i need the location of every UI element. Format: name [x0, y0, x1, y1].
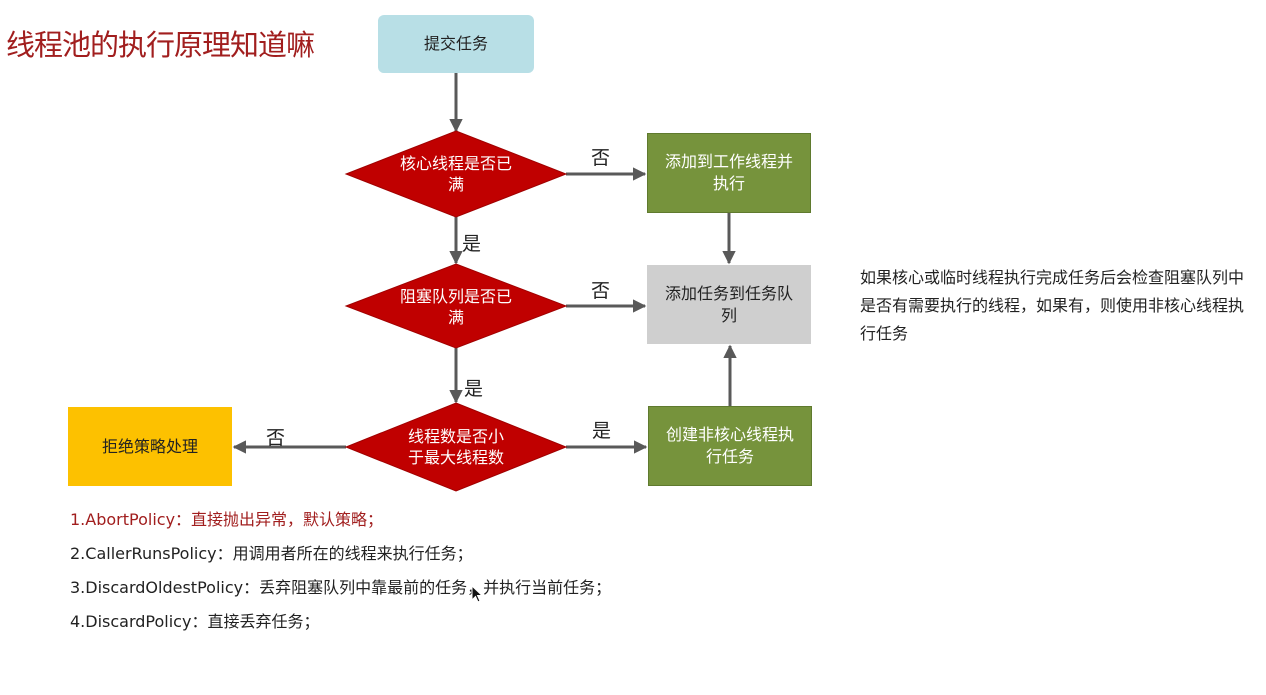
policy-item: 1.AbortPolicy：直接抛出异常，默认策略；: [70, 510, 384, 529]
policy-item: 3.DiscardOldestPolicy：丢弃阻塞队列中靠最前的任务，并执行当…: [70, 578, 612, 597]
decision-max-threads-shape: [344, 402, 568, 492]
add-queue-node: 添加任务到任务队列: [647, 265, 811, 344]
add-worker-node: 添加到工作线程并执行: [647, 133, 811, 213]
side-note: 如果核心或临时线程执行完成任务后会检查阻塞队列中是否有需要执行的线程，如果有，则…: [860, 268, 1245, 343]
decision-core-full: 核心线程是否已满: [399, 154, 512, 194]
reject-policy-list: 1.AbortPolicy：直接抛出异常，默认策略； 2.CallerRunsP…: [70, 506, 611, 642]
edge-label-yes: 是: [462, 233, 482, 255]
edge-label-no: 否: [591, 280, 611, 302]
mouse-cursor-icon: [471, 585, 483, 603]
decision-max-threads: 线程数是否小于最大线程数: [407, 427, 504, 467]
edge-label-yes: 是: [592, 420, 612, 442]
edge-label-no: 否: [266, 427, 286, 449]
edge-label-no: 否: [591, 147, 611, 169]
decision-queue-full: 阻塞队列是否已满: [399, 287, 512, 327]
submit-task-node: 提交任务: [378, 15, 534, 73]
create-noncore-node: 创建非核心线程执行任务: [648, 406, 812, 486]
edge-label-yes: 是: [464, 378, 484, 400]
policy-item: 4.DiscardPolicy：直接丢弃任务；: [70, 612, 320, 631]
decision-queue-full-shape: [344, 263, 568, 349]
page-title: 线程池的执行原理知道嘛: [6, 28, 315, 62]
decision-core-full-shape: [344, 130, 568, 218]
policy-item: 2.CallerRunsPolicy：用调用者所在的线程来执行任务；: [70, 544, 473, 563]
reject-policy-node: 拒绝策略处理: [68, 407, 232, 486]
